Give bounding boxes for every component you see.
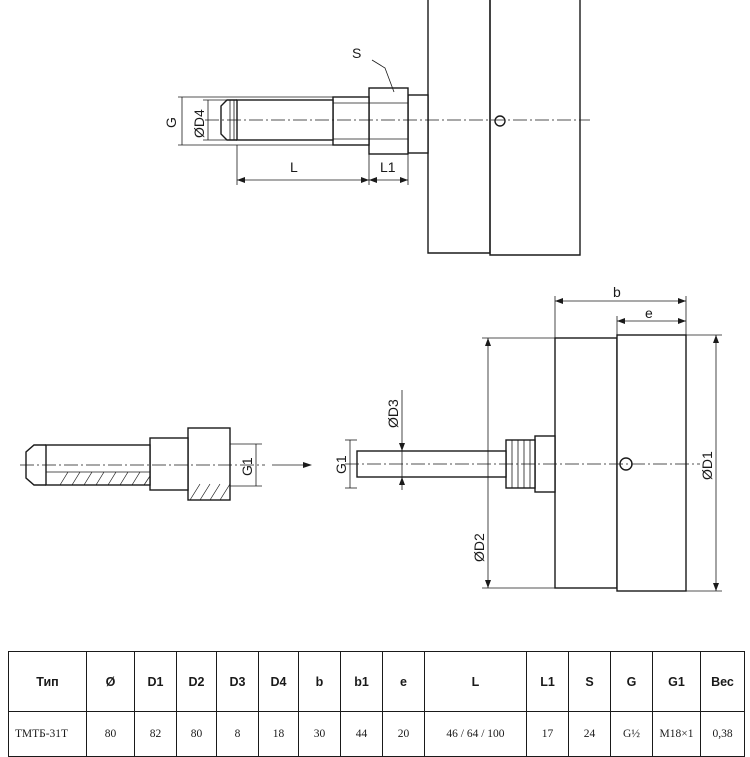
header-cell: Ø [86, 651, 135, 712]
top-mount-boss [407, 94, 429, 154]
header-cell: D4 [258, 651, 299, 712]
label-d2: ØD2 [471, 533, 487, 562]
drawing-canvas: S G ØD4 L L1 [20, 0, 722, 592]
label-l: L [290, 159, 298, 175]
spec-table: Тип Ø D1 D2 D3 D4 b b1 e L L1 S G G1 Вес… [8, 651, 745, 757]
top-s-leader [371, 59, 395, 93]
header-cell: G1 [652, 651, 701, 712]
top-pivot [494, 115, 506, 127]
label-d1: ØD1 [699, 451, 715, 480]
side-view: b e ØD1 ØD2 ØD3 G1 [333, 284, 722, 592]
header-cell: G [610, 651, 653, 712]
top-view: S G ØD4 L L1 [163, 0, 590, 256]
label-s: S [352, 45, 361, 61]
cell-g: G½ [610, 711, 653, 757]
label-e: e [645, 305, 653, 321]
fitting-section: G1 [20, 427, 312, 501]
header-cell: D3 [216, 651, 259, 712]
top-case-back [489, 0, 581, 256]
label-g1-fitting: G1 [239, 457, 255, 476]
cell-g1: M18×1 [652, 711, 701, 757]
top-case-front [427, 0, 491, 254]
fitting-hex [187, 427, 231, 501]
label-g: G [163, 117, 179, 128]
label-b: b [613, 284, 621, 300]
cell-e: 20 [382, 711, 425, 757]
top-coupling [332, 96, 370, 146]
label-l1: L1 [380, 159, 396, 175]
header-cell: L1 [526, 651, 569, 712]
header-cell: e [382, 651, 425, 712]
fitting-body [149, 437, 189, 491]
header-cell: b [298, 651, 341, 712]
label-d3: ØD3 [385, 399, 401, 428]
side-case-front [554, 337, 618, 589]
header-cell: Тип [8, 651, 87, 712]
cell-l: 46 / 64 / 100 [424, 711, 527, 757]
label-g1-stem: G1 [333, 455, 349, 474]
table-row: ТМТБ-31Т 80 82 80 8 18 30 44 20 46 / 64 … [8, 711, 745, 757]
spec-header-row: Тип Ø D1 D2 D3 D4 b b1 e L L1 S G G1 Вес [8, 651, 745, 712]
header-cell: L [424, 651, 527, 712]
cell-b: 30 [298, 711, 341, 757]
label-d4: ØD4 [191, 109, 207, 138]
header-cell: b1 [340, 651, 383, 712]
top-hex-nut [368, 87, 409, 155]
header-cell: D1 [134, 651, 177, 712]
cell-d4: 18 [258, 711, 299, 757]
header-cell: Вес [700, 651, 745, 712]
header-cell: S [568, 651, 611, 712]
fitting-hatching [59, 471, 231, 501]
cell-type: ТМТБ-31Т [8, 711, 87, 757]
cell-weight: 0,38 [700, 711, 745, 757]
cell-diameter: 80 [86, 711, 135, 757]
technical-drawing: S G ØD4 L L1 [20, 0, 722, 592]
header-cell: D2 [176, 651, 217, 712]
cell-d3: 8 [216, 711, 259, 757]
